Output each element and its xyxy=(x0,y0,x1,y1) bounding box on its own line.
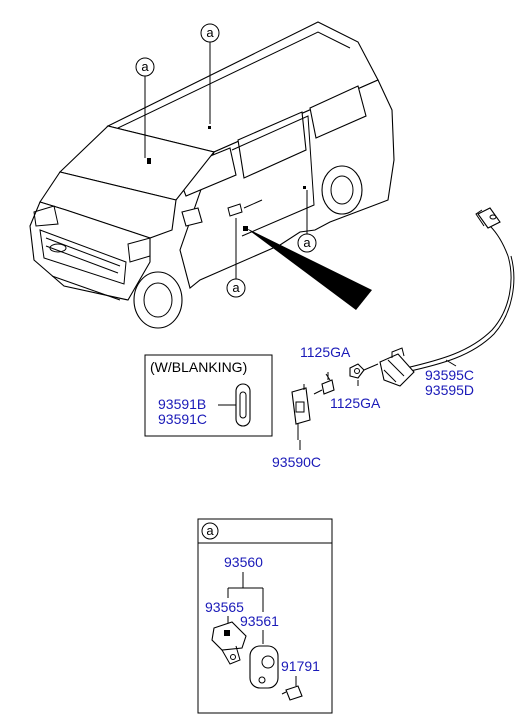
van-illustration xyxy=(29,21,395,329)
part-number-harness-1: 93595C xyxy=(425,367,474,383)
part-number-blank-2: 93591C xyxy=(158,411,207,427)
blanking-box: (W/BLANKING) 93591B 93591C xyxy=(144,354,273,437)
screw-icon xyxy=(281,685,303,701)
switch-body-icon xyxy=(211,621,247,665)
callout-a-roof-front: a xyxy=(135,57,155,158)
detail-label: a xyxy=(206,523,214,538)
rubber-boot-icon xyxy=(249,645,279,689)
harness-connector-icon xyxy=(475,207,501,229)
part-number-sub-1: 93565 xyxy=(205,599,244,615)
callout-label: a xyxy=(141,59,149,74)
detail-box: a 93560 93565 93561 91791 xyxy=(197,518,333,714)
harness-assembly xyxy=(291,207,515,450)
callout-label: a xyxy=(206,25,214,40)
switch-bolt-icon xyxy=(313,373,335,395)
blanking-title: (W/BLANKING) xyxy=(150,359,247,375)
part-number-switch: 93590C xyxy=(272,454,321,470)
callout-a-side-front: a xyxy=(226,218,246,298)
module-connector-icon xyxy=(379,347,415,387)
part-number-bolt-top: 1125GA xyxy=(300,344,351,360)
callout-label: a xyxy=(303,235,311,250)
callout-a-roof-rear: a xyxy=(200,23,220,124)
callout-a-side-rear: a xyxy=(297,190,317,253)
part-number-screw: 91791 xyxy=(281,658,320,674)
part-number-assembly: 93560 xyxy=(224,554,263,570)
door-switch-icon xyxy=(291,384,311,440)
part-number-harness-2: 93595D xyxy=(425,382,474,398)
callout-label: a xyxy=(232,280,240,295)
part-number-bolt-mid: 1125GA xyxy=(330,395,381,411)
part-number-blank-1: 93591B xyxy=(158,396,206,412)
blanking-cap-icon xyxy=(235,383,251,427)
bolt-icon xyxy=(349,363,379,379)
part-number-sub-2: 93561 xyxy=(240,613,279,629)
